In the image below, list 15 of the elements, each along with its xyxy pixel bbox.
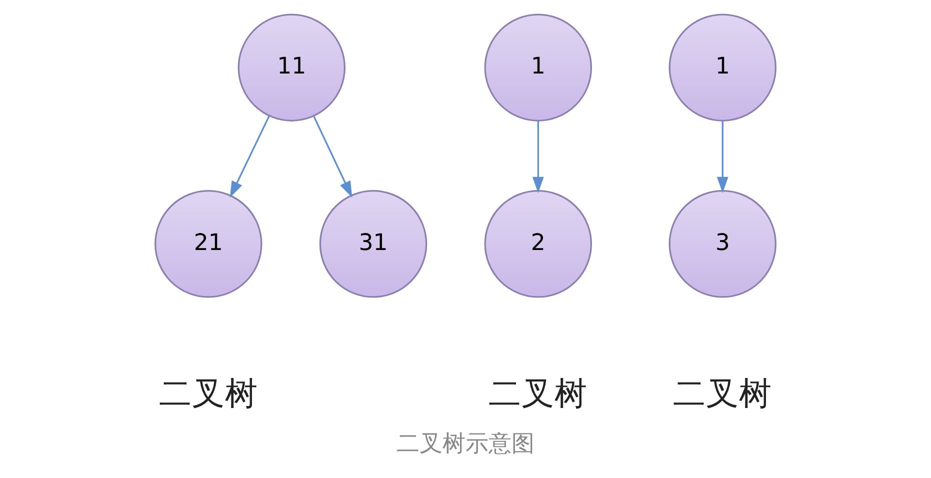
node-circle: 1 [484, 14, 592, 122]
node-circle: 21 [154, 190, 262, 298]
arrow [312, 116, 352, 198]
caption: 二叉树示意图 [396, 430, 534, 457]
arrow [716, 120, 728, 194]
node-circle: 1 [668, 14, 776, 122]
label: 二叉树 [488, 374, 588, 413]
node-circle: 3 [668, 190, 776, 298]
node-circle: 31 [319, 190, 428, 298]
label: 二叉树 [158, 374, 258, 413]
node-circle: 11 [238, 14, 346, 122]
arrow [532, 120, 544, 194]
label: 二叉树 [673, 374, 772, 413]
arrow [230, 116, 270, 198]
node-circle: 2 [484, 190, 592, 298]
